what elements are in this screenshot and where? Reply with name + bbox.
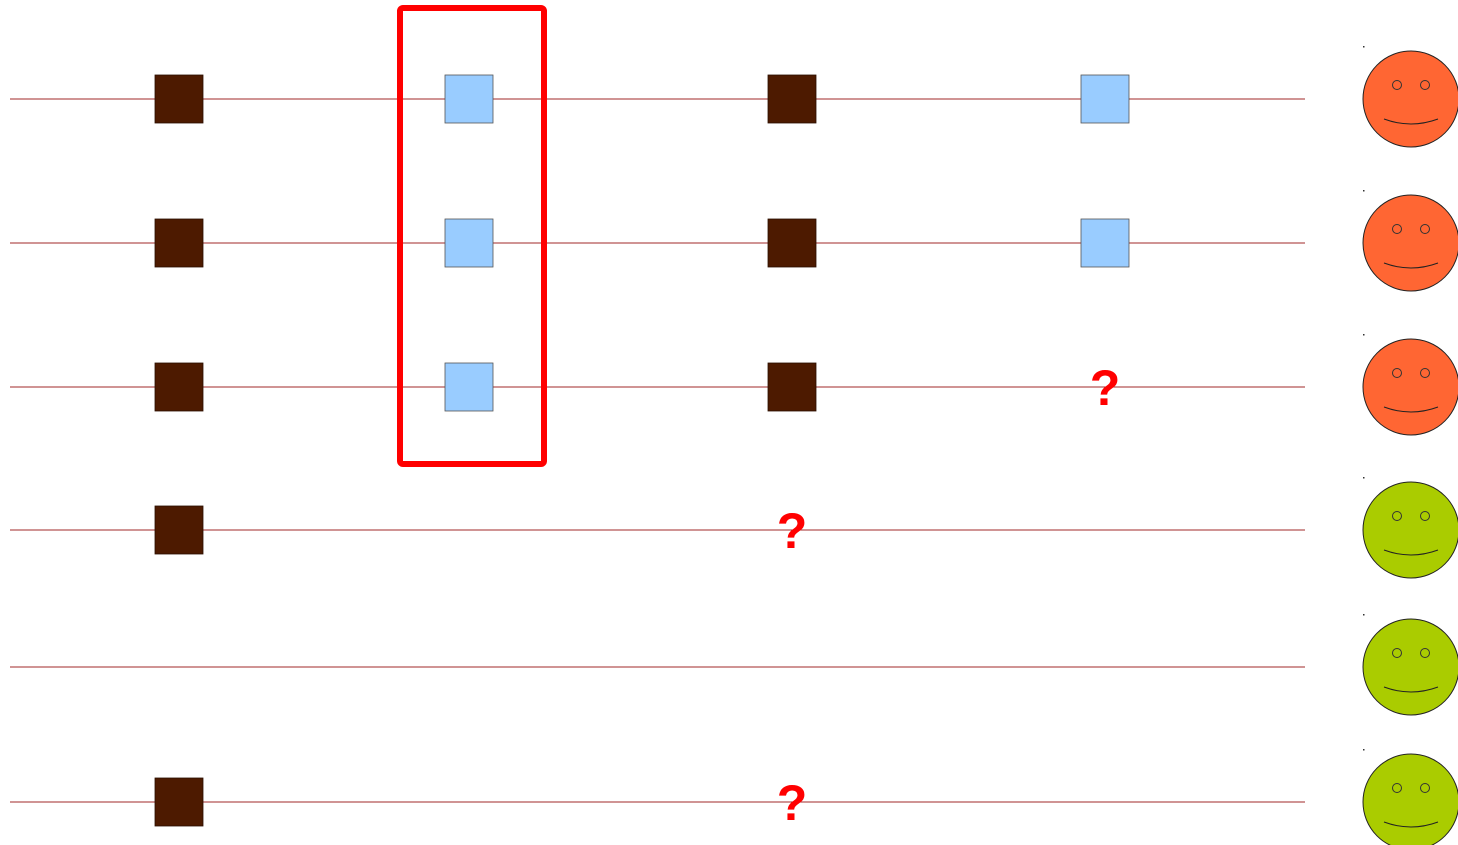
face-eye-icon [1420, 368, 1430, 378]
light-square [444, 218, 494, 268]
happy-face-icon [1362, 618, 1458, 716]
face-marker [1363, 614, 1365, 616]
face-eye-icon [1392, 368, 1402, 378]
dark-square [767, 218, 817, 268]
dark-square [154, 218, 204, 268]
face-mouth-icon [1383, 262, 1439, 269]
face-eye-icon [1420, 224, 1430, 234]
face-mouth-icon [1383, 686, 1439, 693]
face-eye-icon [1392, 80, 1402, 90]
face-eye-icon [1392, 511, 1402, 521]
question-mark: ? [777, 775, 808, 831]
face-eye-icon [1420, 783, 1430, 793]
happy-face-icon [1362, 753, 1458, 845]
face-marker [1363, 749, 1365, 751]
face-mouth-icon [1383, 118, 1439, 125]
face-mouth-icon [1383, 821, 1439, 828]
light-square [1080, 74, 1130, 124]
unhappy-face-icon [1362, 338, 1458, 436]
dark-square [767, 74, 817, 124]
face-eye-icon [1420, 511, 1430, 521]
face-marker [1363, 190, 1365, 192]
face-marker [1363, 46, 1365, 48]
face-eye-icon [1420, 648, 1430, 658]
dark-square [767, 362, 817, 412]
dark-square [154, 74, 204, 124]
highlight-box [397, 5, 547, 467]
happy-face-icon [1362, 481, 1458, 579]
face-mouth-icon [1383, 549, 1439, 556]
dark-square [154, 362, 204, 412]
question-mark: ? [777, 503, 808, 559]
face-marker [1363, 334, 1365, 336]
unhappy-face-icon [1362, 194, 1458, 292]
face-mouth-icon [1383, 406, 1439, 413]
dark-square [154, 505, 204, 555]
face-eye-icon [1420, 80, 1430, 90]
question-mark: ? [1090, 360, 1121, 416]
face-marker [1363, 477, 1365, 479]
face-eye-icon [1392, 783, 1402, 793]
dark-square [154, 777, 204, 827]
face-eye-icon [1392, 224, 1402, 234]
light-square [444, 74, 494, 124]
light-square [444, 362, 494, 412]
unhappy-face-icon [1362, 50, 1458, 148]
light-square [1080, 218, 1130, 268]
face-eye-icon [1392, 648, 1402, 658]
